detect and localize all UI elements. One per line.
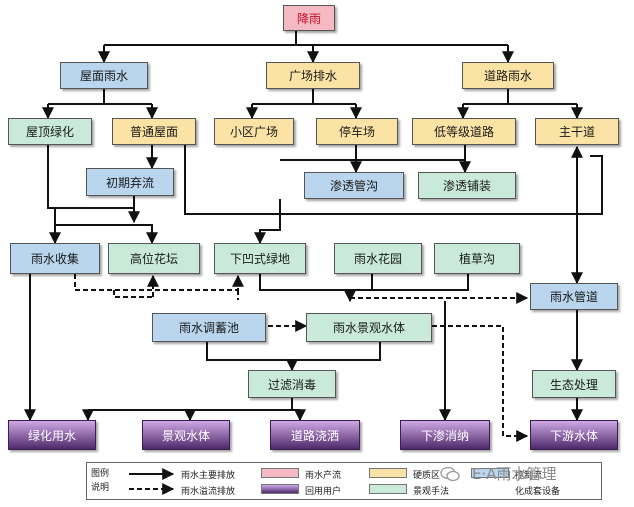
road-wash-node: 道路浇洒 xyxy=(270,420,360,450)
rain-garden-node: 雨水花园 xyxy=(334,243,422,274)
legend: 图例说明 雨水主要排放 雨水溢流排放 雨水产流 回用用户 硬质区 景观手法 控制… xyxy=(86,462,602,500)
legend-facility-line2: 化成套设备 xyxy=(515,487,561,497)
watermark: E·A雨水管理 xyxy=(472,465,557,483)
green-irrigation-node: 绿化用水 xyxy=(8,420,96,450)
legend-hardscape: 硬质区 xyxy=(413,471,441,481)
infiltrate-node: 下渗消纳 xyxy=(400,420,490,450)
legend-reuse-swatch xyxy=(261,484,299,494)
initial-discard-node: 初期弃流 xyxy=(86,168,174,196)
sunken-green-node: 下凹式绿地 xyxy=(214,243,306,274)
wechat-logo-icon xyxy=(440,466,460,482)
raised-flower-bed-node: 高位花坛 xyxy=(108,243,200,274)
legend-source: 雨水产流 xyxy=(305,471,342,481)
legend-arrows xyxy=(129,468,175,495)
parking-node: 停车场 xyxy=(316,118,398,145)
seepage-ditch-node: 渗透管沟 xyxy=(304,172,404,199)
green-roof-node: 屋顶绿化 xyxy=(8,118,92,145)
downstream-water-node: 下游水体 xyxy=(530,420,618,450)
landscape-body-node: 景观水体 xyxy=(142,420,230,450)
legend-control-facility: 控制流 xyxy=(515,471,543,481)
legend-title: 图例说明 xyxy=(91,469,110,493)
road-rainwater-node: 道路雨水 xyxy=(462,62,554,89)
grass-swale-node: 植草沟 xyxy=(434,243,520,274)
main-road-node: 主干道 xyxy=(535,118,619,145)
plaza-drainage-node: 广场排水 xyxy=(266,62,360,89)
legend-source-swatch xyxy=(261,468,299,478)
legend-facility-swatch xyxy=(471,468,509,478)
landscape-water-node: 雨水景观水体 xyxy=(306,313,432,342)
storage-pond-node: 雨水调蓄池 xyxy=(152,313,266,342)
rain-node: 降雨 xyxy=(283,5,335,31)
legend-landscape-swatch xyxy=(369,484,407,494)
legend-hardscape-swatch xyxy=(369,468,407,478)
legend-landscape-means: 景观手法 xyxy=(413,487,450,497)
filter-disinfect-node: 过滤消毒 xyxy=(248,370,336,398)
low-grade-road-node: 低等级道路 xyxy=(412,118,516,145)
eco-treatment-node: 生态处理 xyxy=(532,370,616,398)
legend-reuse: 回用用户 xyxy=(305,487,342,497)
community-plaza-node: 小区广场 xyxy=(214,118,294,145)
permeable-pavement-node: 渗透铺装 xyxy=(418,172,516,199)
legend-overflow: 雨水溢流排放 xyxy=(181,487,236,497)
roof-rainwater-node: 屋面雨水 xyxy=(60,62,148,89)
rain-collection-node: 雨水收集 xyxy=(10,243,100,274)
rain-pipe-node: 雨水管道 xyxy=(530,283,618,310)
normal-roof-node: 普通屋面 xyxy=(112,118,196,145)
legend-main-flow: 雨水主要排放 xyxy=(181,471,236,481)
